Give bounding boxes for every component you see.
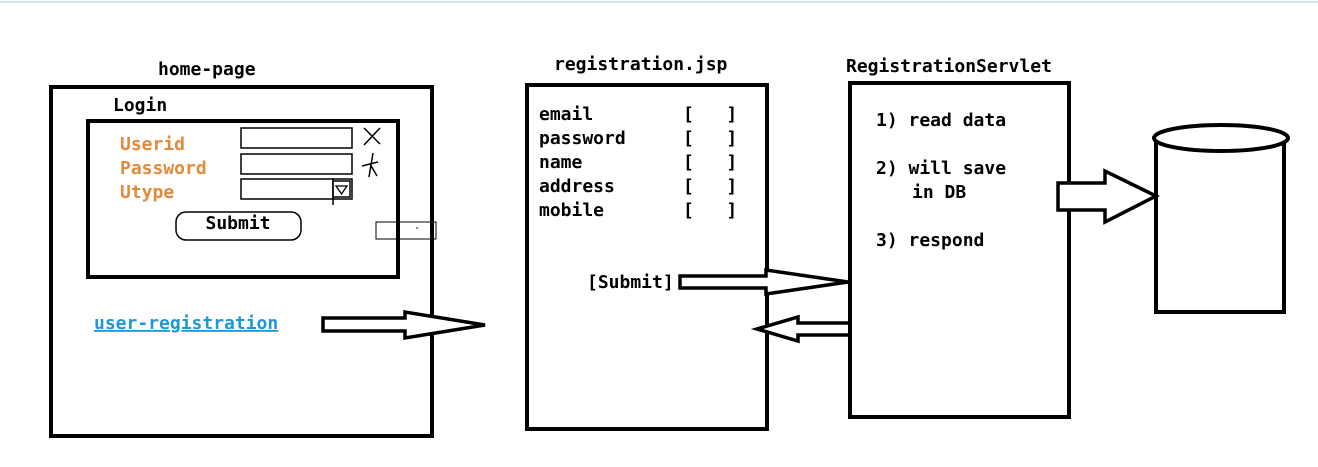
cross-mark-icon (363, 127, 381, 146)
password-input[interactable] (240, 153, 353, 175)
submit-button[interactable] (175, 211, 302, 241)
login-heading: Login (113, 95, 167, 116)
utype-select[interactable] (240, 178, 353, 200)
home-page-frame (49, 85, 434, 438)
registration-jsp-title: registration.jsp (554, 54, 728, 75)
mobile-label: mobile (539, 200, 604, 221)
registration-servlet-title: RegistrationServlet (846, 56, 1052, 77)
database-cylinder-icon (1152, 123, 1290, 314)
scribble-mark-icon (361, 152, 379, 178)
arrow-right-icon (1056, 168, 1160, 225)
registration-jsp-panel: registration.jsp email password name add… (525, 54, 769, 431)
password-label: password (539, 128, 626, 149)
address-label: address (539, 176, 615, 197)
step-will-save: 2) will save (876, 158, 1006, 179)
jsp-submit-button[interactable]: [Submit] (587, 272, 674, 293)
chevron-down-icon[interactable] (332, 178, 351, 205)
name-field[interactable]: [ ] (683, 152, 737, 173)
registration-servlet-frame (848, 81, 1071, 419)
home-page-panel: home-page Login Userid Password Utype Su… (49, 59, 437, 438)
arrow-right-icon (678, 267, 849, 297)
address-field[interactable]: [ ] (683, 176, 737, 197)
email-field[interactable]: [ ] (683, 104, 737, 125)
user-registration-link[interactable]: user-registration (94, 313, 278, 334)
login-form-frame (86, 119, 400, 279)
userid-input[interactable] (240, 127, 353, 149)
submit-button-label: Submit (205, 213, 270, 234)
floating-box (375, 221, 437, 240)
registration-servlet-panel: RegistrationServlet 1) read data 2) will… (846, 56, 1071, 419)
email-label: email (539, 104, 593, 125)
step-read-data: 1) read data (876, 110, 1006, 131)
password-label: Password (120, 158, 207, 179)
userid-label: Userid (120, 134, 185, 155)
utype-label: Utype (120, 182, 174, 203)
step-in-db: in DB (912, 182, 966, 203)
registration-jsp-frame (525, 83, 769, 431)
mobile-field[interactable]: [ ] (683, 200, 737, 221)
arrow-left-icon (750, 314, 852, 344)
step-respond: 3) respond (876, 230, 984, 251)
login-form: Userid Password Utype Submit (86, 119, 400, 279)
password-field[interactable]: [ ] (683, 128, 737, 149)
name-label: name (539, 152, 583, 173)
arrow-right-icon (321, 309, 486, 341)
floating-box-dot (416, 227, 418, 229)
home-page-title: home-page (158, 59, 256, 80)
